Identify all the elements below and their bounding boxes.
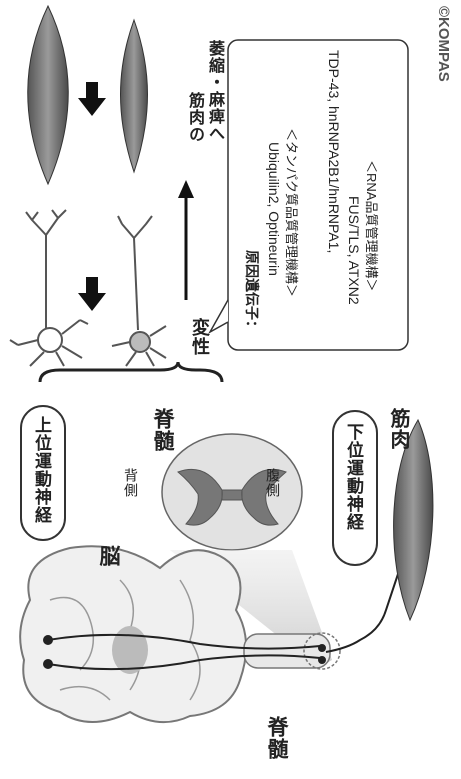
upper-motor-neuron-label: 上位運動神経 bbox=[31, 416, 51, 524]
rna-genes-line2: FUS/TLS, ATXN2 bbox=[346, 196, 362, 305]
spinal-cord-label: 脊髄 bbox=[151, 408, 175, 452]
protein-genes: Ubiquilin2, Optineurin bbox=[266, 142, 282, 276]
rna-mechanism: ＜RNA品質管理機構＞ bbox=[364, 160, 379, 292]
muscle-result-line1: 筋肉の bbox=[186, 92, 205, 143]
brace-icon bbox=[38, 361, 224, 383]
brainstem-spinal-cord bbox=[243, 633, 331, 669]
healthy-neuron bbox=[9, 209, 89, 367]
degeneration-arrow-icon bbox=[178, 180, 194, 300]
degeneration-label: 変性 bbox=[189, 318, 210, 356]
cause-genes-box bbox=[227, 39, 409, 351]
degenerated-neuron bbox=[111, 215, 167, 367]
upper-motor-neuron-badge bbox=[20, 405, 66, 541]
ventral-label: 腹側 bbox=[264, 468, 280, 498]
healthy-muscle bbox=[27, 4, 69, 186]
brain-illustration bbox=[19, 545, 341, 724]
dorsal-label: 背側 bbox=[122, 468, 138, 498]
arrow-right-icon bbox=[78, 277, 106, 311]
limb-muscle bbox=[393, 418, 434, 622]
atrophied-muscle bbox=[120, 18, 148, 174]
lower-motor-neuron-badge bbox=[332, 410, 378, 566]
protein-mechanism: ＜タンパク質品質管理機構＞ bbox=[284, 128, 299, 298]
spinal-cord-cross-section bbox=[161, 433, 303, 551]
lower-motor-neuron-label: 下位運動神経 bbox=[343, 423, 363, 531]
rna-genes-line1: TDP-43, hnRNPA2B1/hnRNPA1, bbox=[326, 50, 342, 254]
brain-label: 脳 bbox=[97, 545, 121, 567]
muscle-result-line2: 萎縮・麻痺へ bbox=[206, 40, 225, 142]
motor-neuron-pathway bbox=[43, 567, 401, 671]
muscle-label: 筋肉 bbox=[387, 408, 411, 450]
spinal-cord-label-bottom: 脊髄 bbox=[265, 716, 289, 760]
copyright-label: ©KOMPAS bbox=[435, 6, 452, 82]
cause-genes-title: 原因遺伝子： bbox=[244, 250, 260, 334]
arrow-right-icon bbox=[78, 82, 106, 116]
